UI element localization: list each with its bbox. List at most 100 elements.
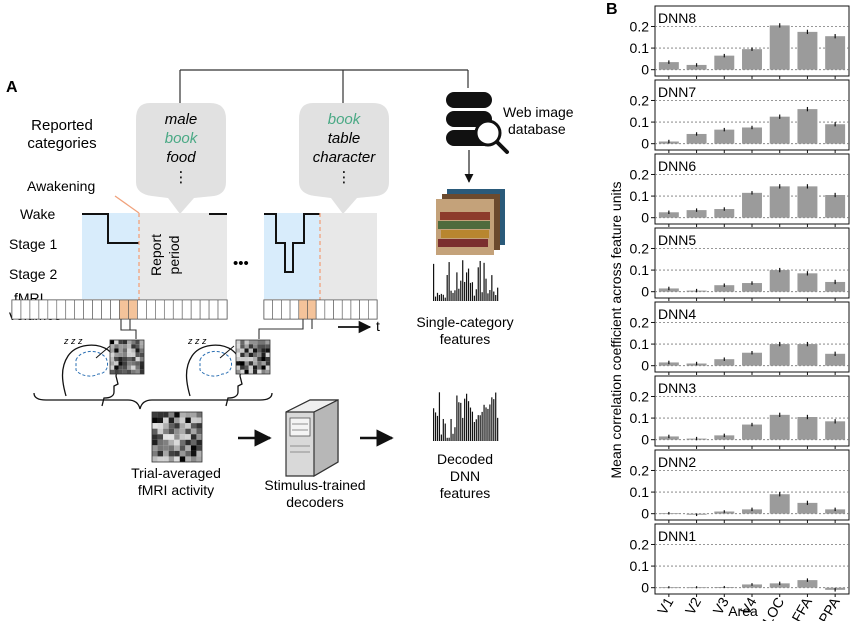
decoded-label-3: features [440, 485, 491, 501]
avg-cell [152, 439, 158, 446]
report-period-fill [139, 213, 227, 299]
volume-cell [29, 299, 40, 320]
x-tick-label-ppa: PPA [815, 594, 843, 621]
avg-cell [174, 412, 180, 418]
brain-cell [265, 365, 270, 370]
brain-activity-grid-2 [235, 339, 271, 375]
brain-cell [253, 340, 258, 345]
category-bubble-2: book table character ⋮ [299, 103, 389, 214]
bubble1-word-2: book [165, 130, 199, 147]
volume-cell [263, 299, 273, 320]
brain-cell [244, 344, 249, 349]
brain-cell [122, 369, 127, 374]
brain-cell [110, 352, 115, 357]
brain-cell [240, 344, 245, 349]
brain-cell [127, 361, 132, 366]
brain-cell [139, 357, 144, 362]
bar-v4 [742, 424, 762, 440]
sleeping-head-2: z z z [185, 336, 243, 407]
avg-cell [190, 445, 197, 451]
brain-cell [265, 369, 270, 374]
feature-bar [464, 281, 466, 301]
brain-cell [257, 357, 262, 362]
feature-bar [491, 397, 493, 441]
brain-cell [240, 365, 245, 370]
brain-cell [257, 361, 262, 366]
x-tick-label-v4: V4 [737, 594, 760, 617]
y-tick-label: 0.1 [630, 40, 650, 56]
brain-cell [240, 352, 245, 357]
bar-v2 [686, 210, 707, 218]
awakening-pointer [114, 195, 140, 214]
volume-cell [199, 299, 210, 320]
y-tick-label: 0.2 [630, 166, 650, 182]
brain-cell [139, 365, 144, 370]
avg-cell [185, 456, 191, 462]
y-tick-label: 0.1 [630, 558, 650, 574]
feature-bar [436, 415, 439, 441]
decoder-server-icon [285, 399, 339, 478]
feature-bar [497, 417, 499, 441]
avg-cell [163, 423, 169, 429]
bar-ppa [825, 281, 846, 292]
bar-loc [769, 344, 790, 366]
x-tick-label-loc: LOC [759, 595, 787, 621]
brain-cell [127, 365, 132, 370]
brain-cell [118, 348, 123, 353]
feature-bar [477, 267, 479, 301]
avg-cell [157, 450, 164, 457]
y-tick-label: 0.1 [630, 484, 650, 500]
feature-bar [489, 404, 491, 441]
avg-cell [157, 423, 164, 429]
brain-cell [139, 348, 144, 353]
brain-cell [236, 352, 241, 357]
magnifier-icon [474, 119, 502, 147]
y-tick-label: 0.2 [630, 240, 650, 256]
feature-bar [444, 297, 446, 301]
feature-bar [434, 296, 437, 301]
avg-cell [157, 445, 164, 451]
brain-cell [265, 340, 270, 345]
brain-cell [135, 365, 140, 370]
avg-cell [168, 412, 175, 418]
brain-cell [248, 361, 253, 366]
feature-bar [458, 288, 460, 301]
brain-cell [244, 357, 249, 362]
avg-cell [163, 456, 169, 462]
volume-cell [155, 299, 165, 320]
bar-loc [769, 116, 790, 144]
feature-bar [464, 398, 466, 441]
feature-bar [467, 401, 470, 441]
bar-ppa [825, 421, 846, 440]
avg-cell [163, 439, 169, 446]
wake-label: Wake [20, 206, 55, 222]
bar-loc [769, 270, 790, 292]
reported-categories-label-1: Reported [31, 117, 93, 134]
feature-bar [473, 421, 475, 441]
y-tick-label: 0 [641, 580, 649, 596]
brain-cell [265, 344, 270, 349]
feature-bar [473, 295, 475, 301]
avg-cell [185, 412, 191, 418]
feature-bar [469, 282, 472, 301]
feature-bar [438, 392, 441, 441]
feature-bar [454, 290, 456, 301]
bar-v4 [742, 352, 762, 366]
y-tick-label: 0.2 [630, 536, 650, 552]
brain-cell [122, 352, 127, 357]
decoded-feature-bars [433, 392, 499, 441]
fmri-volume-strip-2 [263, 299, 378, 320]
feature-bar [452, 433, 454, 441]
bubble-shape [136, 103, 226, 214]
decoded-label-1: Decoded [437, 451, 493, 467]
bar-ppa [825, 509, 846, 514]
stimulus-trained-label-2: decoders [286, 494, 344, 510]
awakening-label: Awakening [27, 178, 95, 194]
feature-bar [493, 399, 495, 441]
volume-cell [307, 299, 317, 320]
bar-v2 [686, 133, 707, 144]
brain-cell [236, 365, 241, 370]
feature-bar [483, 262, 485, 301]
avg-cell [168, 445, 175, 451]
web-images-stack [436, 189, 505, 255]
